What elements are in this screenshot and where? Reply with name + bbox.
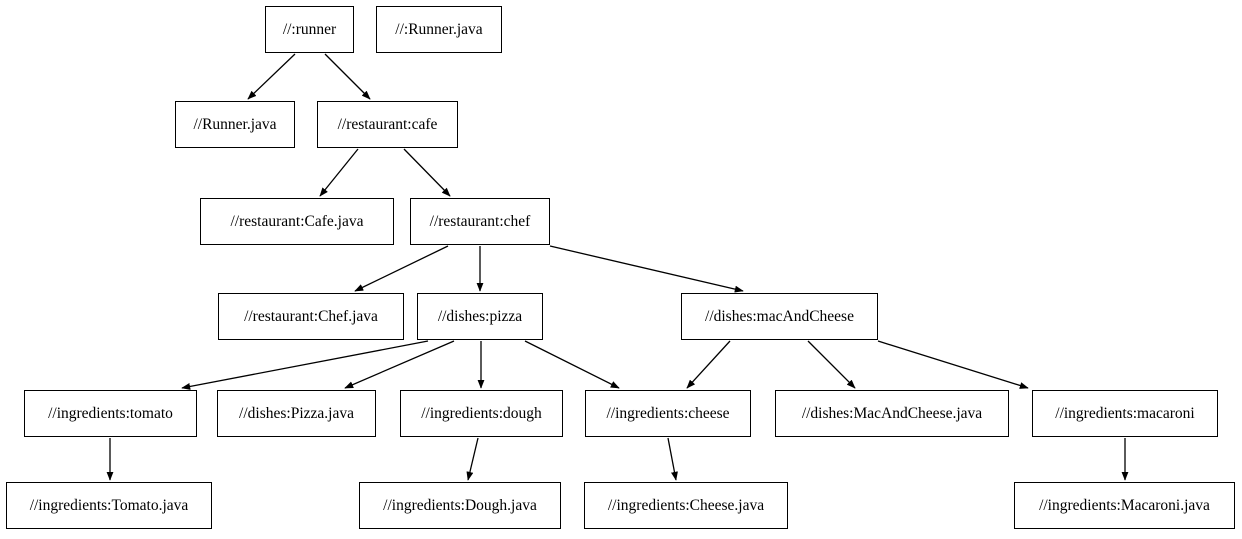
- graph-node-macaroni_java[interactable]: //ingredients:Macaroni.java: [1014, 482, 1235, 529]
- graph-edge-ing_dough-to-dough_java: [466, 437, 479, 481]
- graph-node-pizza_java[interactable]: //dishes:Pizza.java: [217, 390, 376, 437]
- graph-node-ing_cheese[interactable]: //ingredients:cheese: [585, 390, 751, 437]
- graph-node-label: //restaurant:Cafe.java: [230, 212, 364, 230]
- graph-node-runner_java_root[interactable]: //:Runner.java: [376, 6, 502, 53]
- graph-node-chef_java[interactable]: //restaurant:Chef.java: [218, 293, 404, 340]
- graph-node-restaurant_chef[interactable]: //restaurant:chef: [410, 198, 550, 245]
- graph-node-dishes_mac[interactable]: //dishes:macAndCheese: [681, 293, 878, 340]
- graph-edge-restaurant_chef-to-chef_java: [354, 245, 449, 292]
- graph-node-tomato_java[interactable]: //ingredients:Tomato.java: [6, 482, 212, 529]
- graph-node-label: //ingredients:macaroni: [1055, 404, 1195, 422]
- graph-node-label: //restaurant:chef: [429, 212, 531, 230]
- graph-edge-dishes_pizza-to-ing_tomato: [181, 340, 429, 390]
- graph-edge-restaurant_cafe-to-cafe_java: [319, 148, 359, 197]
- graph-node-label: //ingredients:cheese: [606, 404, 730, 422]
- graph-edge-dishes_pizza-to-ing_cheese: [524, 340, 620, 389]
- graph-edge-restaurant_chef-to-dishes_mac: [549, 245, 744, 293]
- graph-edge-ing_cheese-to-cheese_java: [667, 437, 678, 481]
- graph-edge-dishes_mac-to-ing_cheese: [686, 340, 731, 389]
- graph-node-label: //ingredients:Macaroni.java: [1039, 496, 1210, 514]
- graph-edge-dishes_pizza-to-pizza_java: [344, 340, 455, 389]
- graph-edge-runner-to-runner_java: [247, 53, 296, 100]
- graph-edge-restaurant_cafe-to-restaurant_chef: [403, 148, 451, 197]
- graph-node-cheese_java[interactable]: //ingredients:Cheese.java: [584, 482, 788, 529]
- graph-node-ing_tomato[interactable]: //ingredients:tomato: [24, 390, 197, 437]
- graph-node-dough_java[interactable]: //ingredients:Dough.java: [359, 482, 561, 529]
- graph-node-label: //dishes:Pizza.java: [239, 404, 354, 422]
- graph-node-mac_java[interactable]: //dishes:MacAndCheese.java: [775, 390, 1009, 437]
- graph-node-label: //:runner: [282, 20, 337, 38]
- graph-node-ing_dough[interactable]: //ingredients:dough: [400, 390, 563, 437]
- graph-node-runner[interactable]: //:runner: [265, 6, 354, 53]
- graph-node-dishes_pizza[interactable]: //dishes:pizza: [417, 293, 543, 340]
- graph-node-ing_macaroni[interactable]: //ingredients:macaroni: [1032, 390, 1218, 437]
- graph-node-label: //ingredients:tomato: [48, 404, 173, 422]
- graph-node-label: //dishes:pizza: [437, 307, 523, 325]
- graph-node-restaurant_cafe[interactable]: //restaurant:cafe: [317, 101, 458, 148]
- graph-node-label: //restaurant:cafe: [337, 115, 438, 133]
- graph-node-label: //ingredients:Dough.java: [383, 496, 537, 514]
- graph-edge-runner-to-restaurant_cafe: [324, 53, 371, 100]
- graph-node-label: //ingredients:dough: [421, 404, 542, 422]
- graph-node-label: //restaurant:Chef.java: [244, 307, 378, 325]
- graph-node-label: //ingredients:Cheese.java: [607, 496, 765, 514]
- graph-node-label: //dishes:MacAndCheese.java: [801, 404, 983, 422]
- graph-node-label: //Runner.java: [193, 115, 277, 133]
- graph-node-label: //dishes:macAndCheese: [705, 307, 854, 325]
- graph-edge-dishes_mac-to-ing_macaroni: [877, 340, 1029, 389]
- graph-node-label: //:Runner.java: [395, 20, 483, 38]
- graph-node-label: //ingredients:Tomato.java: [29, 496, 189, 514]
- graph-edge-dishes_mac-to-mac_java: [807, 340, 856, 389]
- graph-node-runner_java[interactable]: //Runner.java: [175, 101, 295, 148]
- graph-node-cafe_java[interactable]: //restaurant:Cafe.java: [200, 198, 394, 245]
